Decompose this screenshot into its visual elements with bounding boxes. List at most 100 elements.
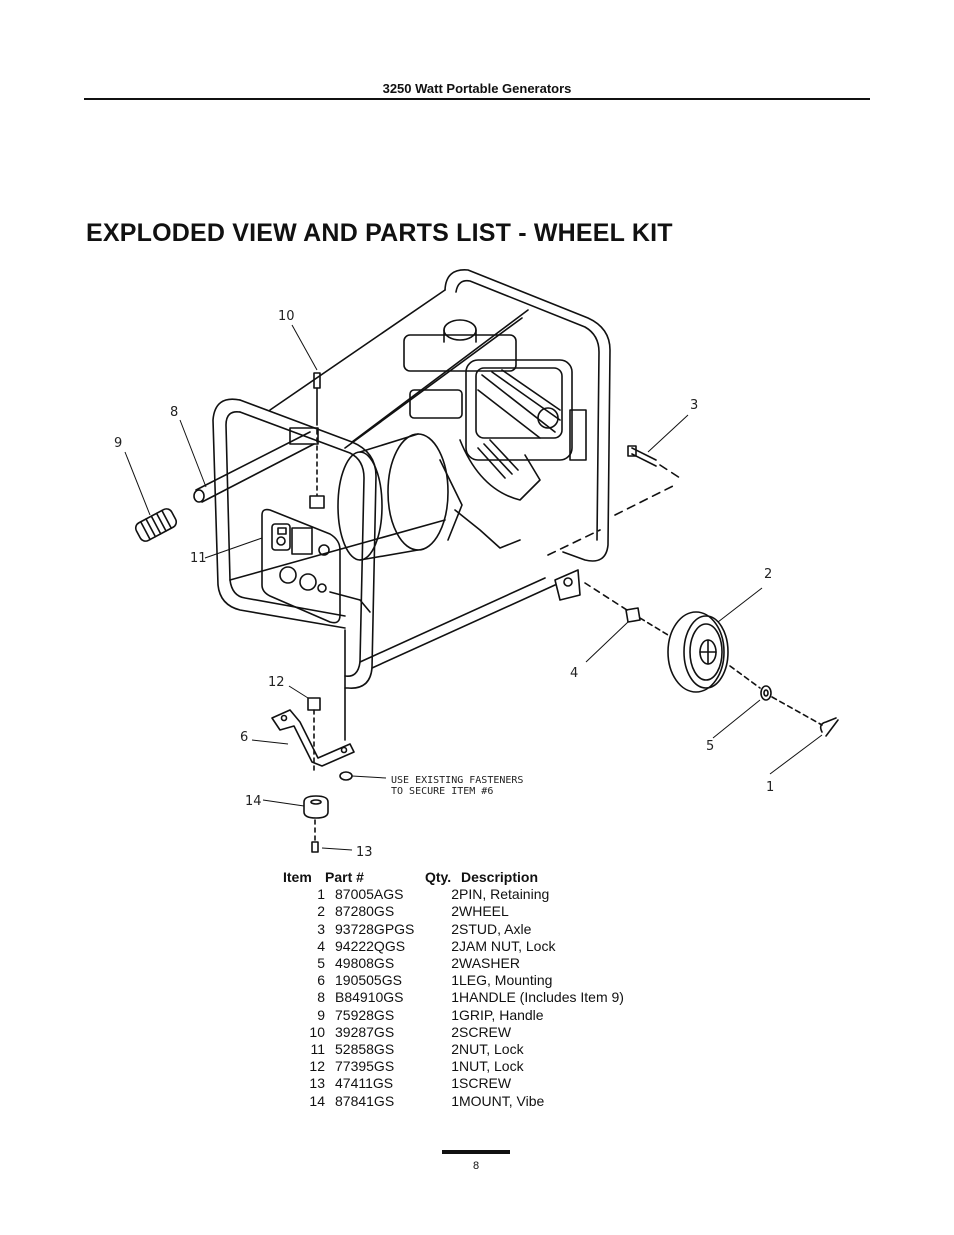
callout-11: 11 bbox=[190, 551, 207, 566]
footer-bar bbox=[442, 1150, 510, 1154]
cell-description: LEG, Mounting bbox=[459, 972, 553, 989]
callout-2: 2 bbox=[764, 567, 772, 582]
cell-part: 47411GS bbox=[335, 1075, 394, 1092]
callout-5: 5 bbox=[706, 739, 714, 754]
cell-description: STUD, Axle bbox=[459, 920, 532, 937]
jam-nut-4 bbox=[625, 607, 641, 623]
column-header-item: Item bbox=[283, 869, 312, 885]
cell-qty: 1 bbox=[451, 1092, 459, 1109]
cell-description: WASHER bbox=[459, 955, 520, 972]
fastener-note-line2: TO SECURE ITEM #6 bbox=[391, 786, 493, 797]
cell-part: 49808GS bbox=[335, 955, 395, 972]
cell-description: NUT, Lock bbox=[459, 1058, 524, 1075]
callout-14: 14 bbox=[245, 794, 262, 809]
cell-part: 39287GS bbox=[335, 1023, 395, 1040]
screw-10 bbox=[313, 372, 321, 389]
exploded-view-drawing: 1 2 3 4 5 6 8 9 10 11 12 13 14 USE EXIST… bbox=[114, 269, 839, 860]
cell-description: MOUNT, Vibe bbox=[459, 1092, 545, 1109]
cell-part: 87280GS bbox=[335, 903, 395, 920]
cell-qty: 1 bbox=[451, 1006, 459, 1023]
table-header-row: Item Part # Qty. Description bbox=[283, 869, 624, 886]
header-rule bbox=[84, 98, 870, 100]
cell-qty: 2 bbox=[451, 955, 459, 972]
mounting-leg-6 bbox=[271, 709, 355, 767]
handle-grip bbox=[134, 508, 178, 542]
fuel-tank bbox=[403, 334, 517, 372]
cell-part: 93728GPGS bbox=[335, 920, 415, 937]
cell-qty: 2 bbox=[451, 1023, 459, 1040]
cell-description: HANDLE (Includes Item 9) bbox=[459, 989, 624, 1006]
column-header-qty: Qty. bbox=[425, 869, 452, 885]
exploded-view-diagram: 1 2 3 4 5 6 8 9 10 11 12 13 14 USE EXIST… bbox=[0, 255, 954, 870]
cell-part: 75928GS bbox=[335, 1006, 395, 1023]
cell-description: WHEEL bbox=[459, 903, 509, 920]
cell-part: 94222QGS bbox=[335, 937, 406, 954]
cell-item: 3 bbox=[317, 920, 325, 937]
cell-item: 12 bbox=[309, 1058, 325, 1075]
cell-qty: 2 bbox=[451, 937, 459, 954]
screw-13 bbox=[311, 841, 319, 853]
washer-5 bbox=[760, 685, 772, 701]
callout-8: 8 bbox=[170, 405, 178, 420]
cell-item: 11 bbox=[310, 1041, 325, 1058]
cell-description: GRIP, Handle bbox=[459, 1006, 544, 1023]
cell-qty: 1 bbox=[451, 1075, 459, 1092]
cell-part: 77395GS bbox=[335, 1058, 395, 1075]
cell-qty: 2 bbox=[451, 920, 459, 937]
cell-item: 1 bbox=[317, 886, 325, 903]
callout-12: 12 bbox=[268, 675, 285, 690]
callout-1: 1 bbox=[766, 780, 774, 795]
fastener-note-line1: USE EXISTING FASTENERS bbox=[391, 775, 523, 786]
cell-description: NUT, Lock bbox=[459, 1041, 524, 1058]
cell-part: B84910GS bbox=[335, 989, 404, 1006]
cell-qty: 1 bbox=[451, 1058, 459, 1075]
cell-item: 5 bbox=[317, 955, 325, 972]
handle-bar bbox=[195, 431, 315, 503]
column-header-description: Description bbox=[461, 869, 539, 885]
cell-item: 4 bbox=[317, 937, 325, 954]
cell-qty: 2 bbox=[451, 1041, 459, 1058]
cell-description: PIN, Retaining bbox=[459, 886, 550, 903]
cell-part: 52858GS bbox=[335, 1041, 395, 1058]
wheel bbox=[667, 611, 725, 693]
cell-qty: 1 bbox=[451, 989, 459, 1006]
lock-nut-11 bbox=[309, 495, 325, 509]
cell-item: 9 bbox=[317, 1006, 325, 1023]
axle-bracket bbox=[554, 569, 581, 601]
rear-frame-tube bbox=[444, 269, 611, 562]
cell-item: 13 bbox=[309, 1075, 325, 1092]
vibe-mount-14 bbox=[303, 795, 329, 819]
cell-part: 190505GS bbox=[335, 972, 402, 989]
cell-description: SCREW bbox=[459, 1023, 512, 1040]
cell-item: 14 bbox=[309, 1092, 325, 1109]
cell-part: 87841GS bbox=[335, 1092, 395, 1109]
cell-part: 87005AGS bbox=[335, 886, 404, 903]
lock-nut-12 bbox=[307, 697, 321, 711]
cell-description: JAM NUT, Lock bbox=[459, 937, 556, 954]
callout-13: 13 bbox=[356, 845, 373, 860]
callout-6: 6 bbox=[240, 730, 248, 745]
page-title: EXPLODED VIEW AND PARTS LIST - WHEEL KIT bbox=[86, 219, 673, 247]
front-frame-tube bbox=[212, 398, 346, 629]
cell-item: 6 bbox=[317, 972, 325, 989]
cell-qty: 2 bbox=[451, 886, 459, 903]
column-header-part-label: Part # bbox=[325, 869, 364, 885]
retaining-pin-1 bbox=[819, 717, 839, 737]
running-header: 3250 Watt Portable Generators bbox=[382, 81, 572, 96]
leader-lines bbox=[124, 324, 823, 851]
alternator-end bbox=[387, 433, 449, 551]
callout-4: 4 bbox=[570, 666, 578, 681]
page-number: 8 bbox=[472, 1160, 480, 1172]
